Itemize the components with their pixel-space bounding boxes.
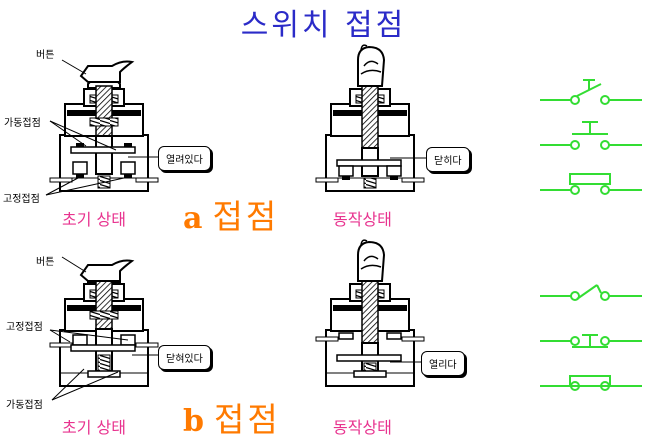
a-initial-state-label: 초기 상태 [62,210,126,229]
b-movable-contact-label: 가동접점 [6,400,43,411]
b-button-label: 버튼 [36,257,55,268]
a-contact-initial-switch [49,60,159,192]
b-operating-state-label: 동작상태 [333,418,392,437]
a-contact-heading: a 접점 [183,190,279,238]
a-fixed-contact-label: 고정접점 [3,194,40,205]
a-contact-word: 접점 [212,197,280,236]
b-initial-state-label: 초기 상태 [62,418,126,437]
a-symbol-normal [540,79,642,105]
a-contact-letter: a [183,201,203,236]
b-contact-heading: b 접점 [183,393,281,441]
b-contact-operating-switch [315,239,425,387]
b-contact-initial-switch [49,259,159,387]
a-initial-callout: 열려있다 [158,146,211,171]
a-movable-contact-label: 가동접점 [4,118,41,129]
b-operating-callout: 열리다 [421,351,465,376]
a-symbol-closed [540,173,642,195]
b-contact-word: 접점 [213,400,281,439]
a-leader-lines [45,59,427,196]
a-operating-state-label: 동작상태 [333,210,392,229]
b-symbol-push [540,334,642,348]
a-operating-callout: 닫히다 [426,147,470,172]
a-button-label: 버튼 [36,50,55,61]
b-contact-symbols [540,284,642,391]
b-contact-letter: b [183,404,204,439]
b-symbol-closed [540,375,642,391]
b-leader-lines [49,256,422,401]
b-fixed-contact-label: 고정접점 [6,322,43,333]
page-title: 스위치 접점 [240,8,407,43]
a-contact-operating-switch [315,44,425,192]
b-symbol-normal [540,284,642,301]
a-contact-symbols [540,79,642,195]
b-initial-callout: 닫혀있다 [158,345,211,370]
a-symbol-push [540,121,642,150]
